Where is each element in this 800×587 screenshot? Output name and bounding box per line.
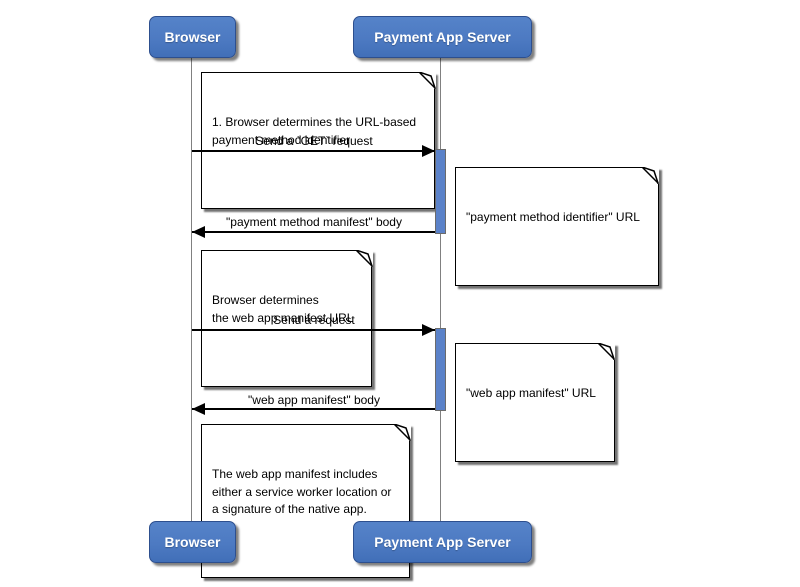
activation-bar-2: [435, 328, 446, 411]
actor-label-browser-bottom: Browser: [164, 534, 221, 550]
note-fold-icon: [393, 423, 411, 441]
message-label-payment-method-manifest-body: "payment method manifest" body: [226, 215, 402, 229]
message-line-send-request: [192, 329, 435, 331]
note-fold-icon: [355, 249, 373, 267]
activation-bar-1: [435, 149, 446, 234]
actor-label-server-bottom: Payment App Server: [374, 534, 511, 550]
lifeline-browser: [191, 55, 192, 522]
note-text: 1. Browser determines the URL-based paym…: [212, 115, 417, 147]
note-text: The web app manifest includes either a s…: [212, 467, 392, 516]
message-line-payment-method-manifest-body: [192, 231, 435, 233]
arrowhead-right-icon: [422, 145, 435, 157]
note-payment-method-identifier-url: "payment method identifier" URL: [455, 166, 660, 286]
note-fold-icon: [598, 342, 616, 360]
message-label-get-request: Send a `GET` request: [255, 134, 373, 148]
message-label-web-app-manifest-body: "web app manifest" body: [248, 393, 380, 407]
actor-label-server-top: Payment App Server: [374, 29, 511, 45]
actor-box-server-bottom: Payment App Server: [353, 521, 532, 563]
actor-box-server-top: Payment App Server: [353, 16, 532, 58]
note-text: "web app manifest" URL: [466, 386, 596, 400]
actor-label-browser-top: Browser: [164, 29, 221, 45]
note-fold-icon: [642, 166, 660, 184]
note-fold-icon: [418, 71, 436, 89]
note-determine-payment-method-identifier: 1. Browser determines the URL-based paym…: [201, 71, 436, 209]
arrowhead-left-icon: [192, 403, 205, 415]
note-web-app-manifest-url: "web app manifest" URL: [455, 342, 616, 462]
arrowhead-left-icon: [192, 226, 205, 238]
note-text: Browser determines the web app manifest …: [212, 293, 354, 325]
note-text: "payment method identifier" URL: [466, 210, 640, 224]
message-line-get-request: [192, 150, 435, 152]
lifeline-payment-app-server: [440, 55, 441, 522]
actor-box-browser-bottom: Browser: [149, 521, 236, 563]
note-determine-web-app-manifest-url: Browser determines the web app manifest …: [201, 249, 373, 387]
actor-box-browser-top: Browser: [149, 16, 236, 58]
message-label-send-request: Send a request: [273, 313, 355, 327]
arrowhead-right-icon: [422, 324, 435, 336]
message-line-web-app-manifest-body: [192, 408, 435, 410]
